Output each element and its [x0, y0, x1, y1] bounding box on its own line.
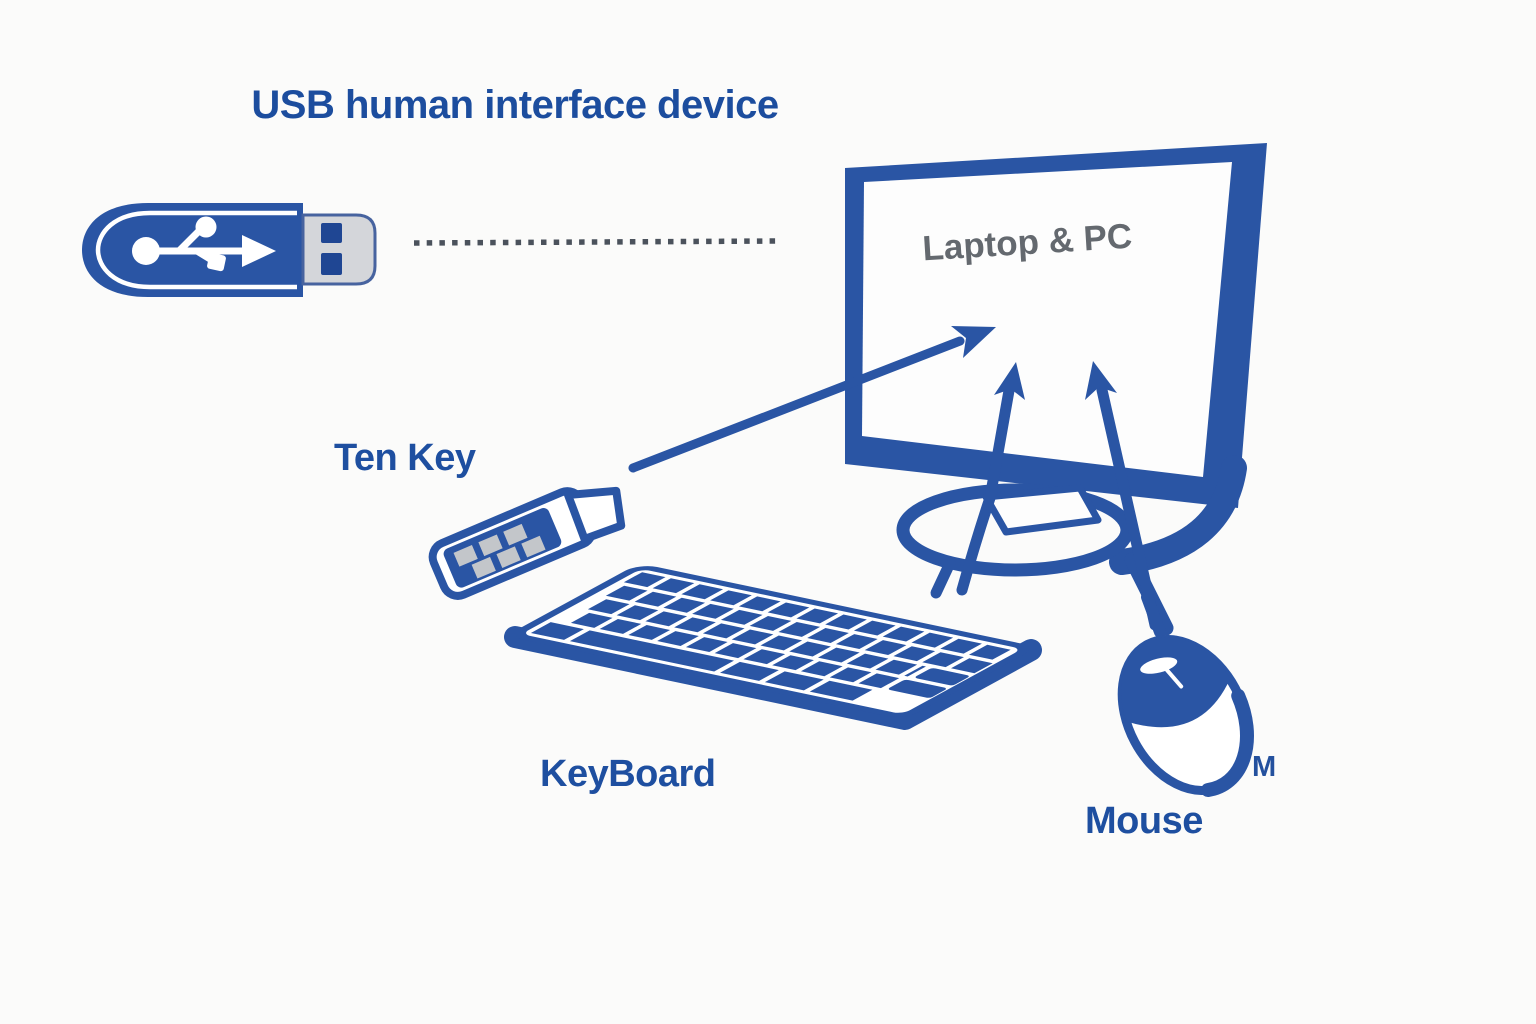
ten-key-label: Ten Key — [334, 437, 476, 479]
usb-connector-hole-top — [321, 223, 342, 243]
keyboard-keys-row-4 — [570, 612, 900, 689]
keyboard-label: KeyBoard — [540, 753, 716, 795]
monitor-stand-left-leg-shape — [930, 557, 956, 599]
keyboard-enter-key — [915, 668, 969, 686]
monitor-screen-shape — [862, 162, 1232, 477]
keyboard-keys-row-3 — [587, 599, 926, 677]
mouse-shadow-edge-shape — [1200, 688, 1254, 798]
diagram-title: USB human interface device — [251, 83, 778, 127]
dotted-connector-line — [413, 238, 778, 246]
mouse-scroll-wheel-stem — [1164, 667, 1184, 689]
arrow-mouse-to-pc-icon — [1085, 361, 1161, 631]
monitor-stand-base-ring-shape — [896, 483, 1134, 577]
mouse-icon — [1117, 591, 1254, 798]
monitor-icon — [845, 143, 1267, 636]
arrow-keyboard-to-pc-icon — [956, 362, 1025, 596]
ten-key-icon — [428, 486, 626, 600]
usb-flash-drive-icon — [82, 203, 377, 297]
arrow-tenkey-to-pc-icon — [628, 326, 996, 473]
mouse-label: Mouse — [1085, 800, 1203, 842]
usb-body-inner-outline — [95, 210, 297, 290]
keyboard-keys-row-5-spacebar — [530, 622, 924, 712]
usb-connector-hole-bottom — [321, 253, 342, 275]
ten-key-keys-row-1 — [453, 523, 528, 567]
keyboard-icon — [504, 566, 1042, 730]
keyboard-keys-row-2 — [605, 585, 993, 674]
keyboard-keys-row-1 — [623, 572, 1011, 660]
ten-key-keys-row-2 — [471, 535, 546, 579]
usb-trident-symbol-icon — [132, 216, 276, 272]
keyboard-shift-key — [888, 679, 946, 698]
ten-key-side-flap-shape — [564, 486, 626, 544]
monitor-stand-plate-shape — [982, 484, 1102, 536]
mouse-cable-stub-shape — [1141, 591, 1166, 638]
mouse-watermark-letter: M — [1252, 751, 1276, 783]
